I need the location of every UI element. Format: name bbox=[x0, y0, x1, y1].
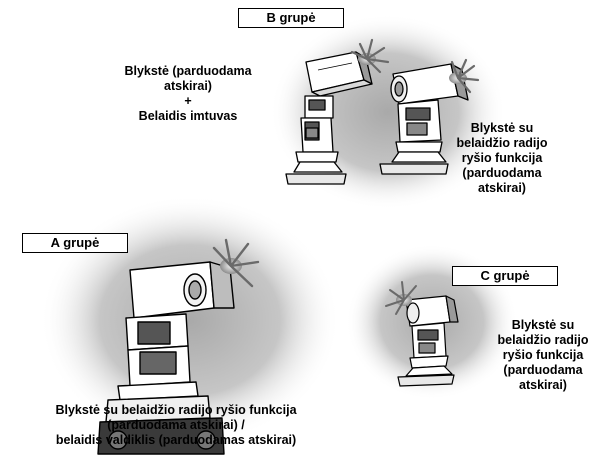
group-c-label: C grupė bbox=[452, 266, 558, 286]
group-b-receiver-caption: Blykstė (parduodama atskirai) + Belaidis… bbox=[124, 64, 252, 123]
group-a-flash-on-camera bbox=[97, 261, 235, 455]
group-a-flash-spark bbox=[212, 238, 260, 288]
group-a-glow bbox=[40, 195, 340, 445]
group-b-flash-with-receiver bbox=[285, 51, 373, 185]
group-b-flash-1-spark bbox=[350, 38, 390, 74]
group-b-wireless-caption: Blykstė su belaidžio radijo ryšio funkci… bbox=[456, 121, 548, 195]
group-b-flash-2-spark bbox=[449, 58, 480, 94]
group-c-flash-wireless bbox=[397, 295, 459, 387]
group-a-caption: Blykstė su belaidžio radijo ryšio funkci… bbox=[55, 403, 297, 447]
group-c-caption: Blykstė su belaidžio radijo ryšio funkci… bbox=[497, 318, 589, 392]
group-c-flash-spark bbox=[385, 281, 417, 315]
group-b-flash-wireless bbox=[379, 63, 469, 175]
group-b-label: B grupė bbox=[238, 8, 344, 28]
group-a-label: A grupė bbox=[22, 233, 128, 253]
